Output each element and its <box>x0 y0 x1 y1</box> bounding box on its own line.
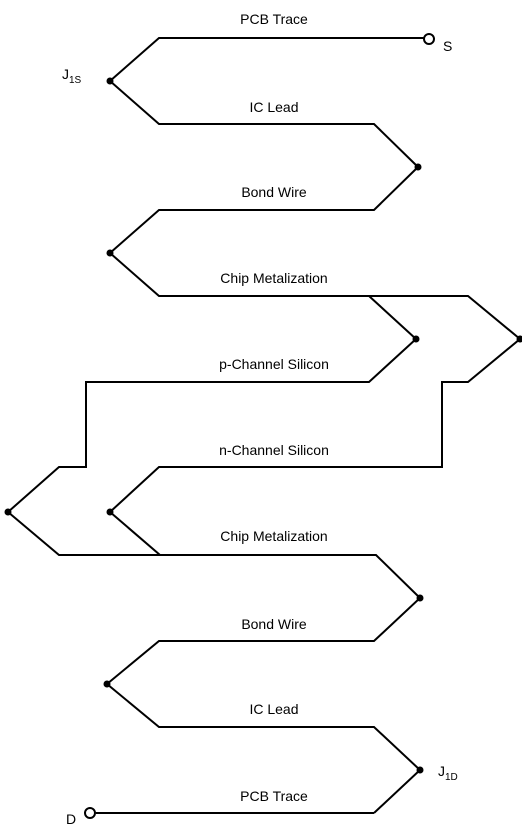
label-chip-metal-bottom: Chip Metalization <box>220 528 327 544</box>
label-pcb-trace-bottom: PCB Trace <box>240 788 308 804</box>
label-j1d-subscript: 1D <box>445 772 458 783</box>
ic-lead-top-wire <box>109 80 419 168</box>
junction-dot <box>412 335 420 343</box>
pcb-trace-top-wire <box>109 37 424 82</box>
label-pcb-trace-top: PCB Trace <box>240 11 308 27</box>
junction-j1d-dot <box>416 766 424 774</box>
label-j1s-base: J <box>62 66 69 82</box>
label-j1d-base: J <box>438 763 445 779</box>
label-bond-wire-bottom: Bond Wire <box>241 616 307 632</box>
junction-dot <box>103 680 111 688</box>
label-ic-lead-top: IC Lead <box>249 99 298 115</box>
junction-dot <box>516 335 522 343</box>
n-channel-to-metal-wire <box>109 511 161 556</box>
label-source: S <box>443 38 452 54</box>
drain-terminal <box>84 807 96 819</box>
junction-dot <box>414 163 422 171</box>
source-terminal <box>423 33 435 45</box>
label-drain: D <box>66 811 76 826</box>
junction-dot <box>416 594 424 602</box>
label-j1s: J1S <box>62 66 82 86</box>
label-bond-wire-top: Bond Wire <box>241 184 307 200</box>
label-j1d: J1D <box>438 763 458 783</box>
bond-wire-top-wire <box>108 166 522 513</box>
junction-j1s-dot <box>106 77 114 85</box>
label-ic-lead-bottom: IC Lead <box>249 701 298 717</box>
chip-metal-inner-loop <box>6 295 422 814</box>
label-n-channel: n-Channel Silicon <box>219 442 329 458</box>
label-chip-metal-top: Chip Metalization <box>220 270 327 286</box>
label-j1s-subscript: 1S <box>69 75 82 86</box>
junction-dot <box>4 508 12 516</box>
junction-dot <box>106 249 114 257</box>
junction-dot <box>106 508 114 516</box>
label-p-channel: p-Channel Silicon <box>219 356 329 372</box>
